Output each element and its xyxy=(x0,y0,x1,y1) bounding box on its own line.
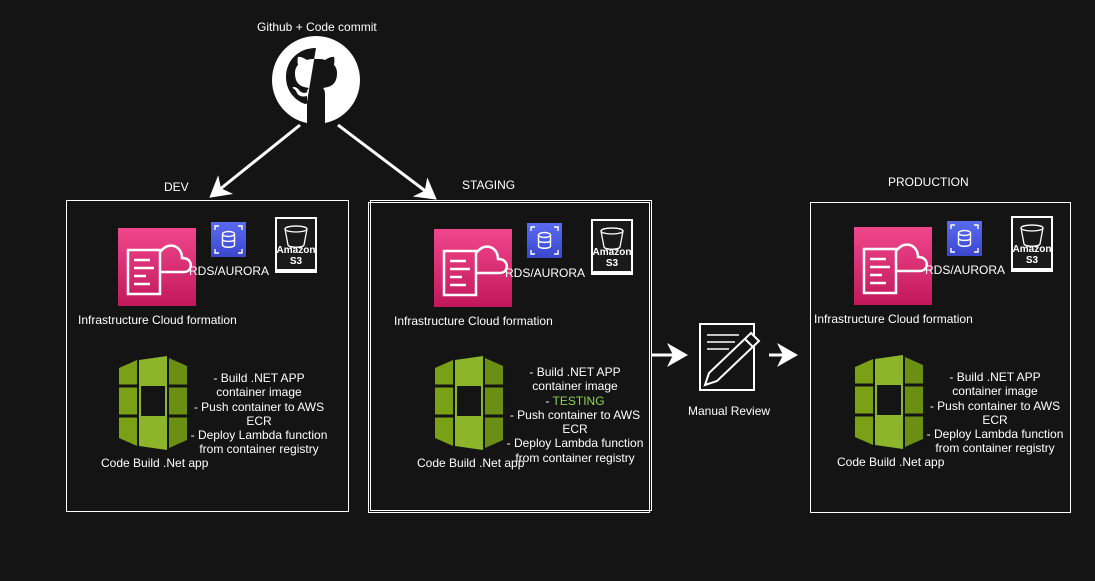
rds-icon xyxy=(947,221,982,256)
rds-label: RDS/AURORA xyxy=(925,263,1006,277)
codebuild-label: Code Build .Net app xyxy=(101,456,209,470)
step-line-testing: - TESTING xyxy=(499,394,651,408)
codebuild-label: Code Build .Net app xyxy=(417,456,525,470)
cloudformation-icon xyxy=(854,227,932,305)
arrow-github-to-staging xyxy=(337,123,437,200)
testing-label: TESTING xyxy=(552,393,605,408)
s3-label-amazon: Amazon xyxy=(1012,244,1052,255)
rds-label: RDS/AURORA xyxy=(189,264,270,278)
step-line: - Push container to AWS xyxy=(193,399,325,414)
step-line: - Deploy Lambda function xyxy=(506,436,644,451)
cloudformation-icon xyxy=(118,228,196,306)
step-line: - Push container to AWS xyxy=(509,407,641,422)
github-label: Github + Code commit xyxy=(257,20,377,34)
production-stage-box xyxy=(810,202,1071,513)
step-line: - Deploy Lambda function xyxy=(926,427,1064,442)
s3-label-amazon: Amazon xyxy=(592,247,632,258)
step-line: - Deploy Lambda function xyxy=(190,428,328,443)
step-line: ECR xyxy=(246,413,272,428)
codebuild-icon xyxy=(855,355,923,449)
rds-label: RDS/AURORA xyxy=(505,266,586,280)
codebuild-icon xyxy=(435,356,503,450)
step-line: container image xyxy=(532,379,618,394)
step-line: - Build .NET APP xyxy=(213,371,305,385)
step-line: from container registry xyxy=(935,441,1055,456)
staging-steps: - Build .NET APP container image - TESTI… xyxy=(499,365,651,465)
step-line: - Build .NET APP xyxy=(949,370,1041,384)
codebuild-icon xyxy=(119,356,187,450)
cloudformation-icon xyxy=(434,229,512,307)
codebuild-label: Code Build .Net app xyxy=(837,455,945,469)
step-line: container image xyxy=(952,384,1038,399)
step-line: ECR xyxy=(562,422,588,437)
step-line: - Build .NET APP xyxy=(529,365,621,379)
staging-stage-box-shadow xyxy=(368,202,650,513)
s3-label-s3: S3 xyxy=(1025,255,1039,266)
step-line: from container registry xyxy=(199,442,319,457)
cloudformation-label: Infrastructure Cloud formation xyxy=(78,313,237,327)
manual-review-label: Manual Review xyxy=(688,404,771,418)
rds-icon xyxy=(527,223,562,258)
s3-label-s3: S3 xyxy=(605,258,619,269)
cloudformation-label: Infrastructure Cloud formation xyxy=(814,312,973,326)
step-line: container image xyxy=(216,385,302,400)
s3-label-amazon: Amazon xyxy=(276,245,316,256)
step-line: - Push container to AWS xyxy=(929,398,1061,413)
staging-stage-box xyxy=(370,200,652,511)
arrow-github-to-dev xyxy=(209,123,301,198)
production-title: PRODUCTION xyxy=(888,175,969,189)
step-line: ECR xyxy=(982,412,1008,427)
dev-steps: - Build .NET APP container image - Push … xyxy=(183,371,335,457)
cloudformation-label: Infrastructure Cloud formation xyxy=(394,314,553,328)
github-icon xyxy=(272,36,360,124)
staging-title: STAGING xyxy=(462,178,516,192)
step-line: from container registry xyxy=(515,450,635,465)
dash: - xyxy=(545,393,553,408)
pencil-document-icon xyxy=(699,323,761,391)
dev-title: DEV xyxy=(164,180,189,194)
rds-icon xyxy=(211,222,246,257)
production-steps: - Build .NET APP container image - Push … xyxy=(919,370,1071,456)
s3-label-s3: S3 xyxy=(289,256,303,267)
dev-stage-box xyxy=(66,200,349,512)
